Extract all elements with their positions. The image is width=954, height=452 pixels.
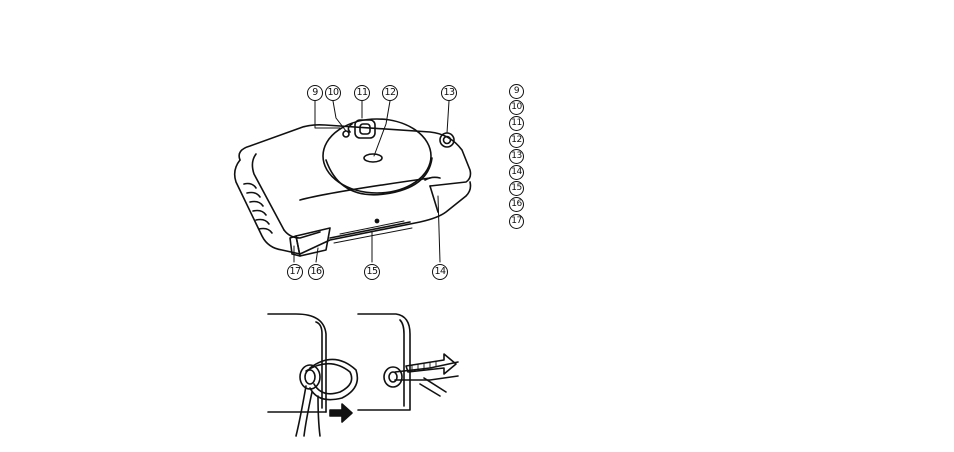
callout-15: 15 <box>364 264 380 280</box>
direction-arrow <box>330 404 352 422</box>
callout-label: 15 <box>365 265 379 279</box>
legend-list: 9 10 11 12 13 14 15 16 17 <box>509 84 524 230</box>
callout-17: 17 <box>287 264 303 280</box>
callout-9: 9 <box>307 85 323 101</box>
legend-label: 9 <box>510 85 523 98</box>
callout-label: 12 <box>383 86 397 100</box>
callout-label: 9 <box>308 86 322 100</box>
legend-item-14: 14 <box>509 165 524 180</box>
legend-item-16: 16 <box>509 197 524 212</box>
legend-label: 14 <box>510 166 523 179</box>
callout-label: 16 <box>309 265 323 279</box>
callout-10: 10 <box>325 85 341 101</box>
strap-detail-right <box>358 314 458 410</box>
callout-label: 14 <box>433 265 447 279</box>
top-disc <box>323 119 432 195</box>
legend-item-11: 11 <box>509 116 524 131</box>
legend-label: 13 <box>510 150 523 163</box>
legend-label: 17 <box>510 215 523 228</box>
legend-label: 12 <box>510 134 523 147</box>
legend-item-15: 15 <box>509 181 524 196</box>
callout-label: 10 <box>326 86 340 100</box>
legend-label: 16 <box>510 198 523 211</box>
legend-item-12: 12 <box>509 133 524 148</box>
callout-label: 17 <box>288 265 302 279</box>
legend-item-9: 9 <box>509 84 524 99</box>
callout-16: 16 <box>308 264 324 280</box>
callout-12: 12 <box>382 85 398 101</box>
legend-item-13: 13 <box>509 149 524 164</box>
callout-11: 11 <box>354 85 370 101</box>
legend-label: 10 <box>510 101 523 114</box>
legend-label: 15 <box>510 182 523 195</box>
legend-item-10: 10 <box>509 100 524 115</box>
callout-label: 11 <box>355 86 369 100</box>
legend-label: 11 <box>510 117 523 130</box>
callout-13: 13 <box>441 85 457 101</box>
callout-label: 13 <box>442 86 456 100</box>
callout-14: 14 <box>432 264 448 280</box>
legend-item-17: 17 <box>509 214 524 229</box>
